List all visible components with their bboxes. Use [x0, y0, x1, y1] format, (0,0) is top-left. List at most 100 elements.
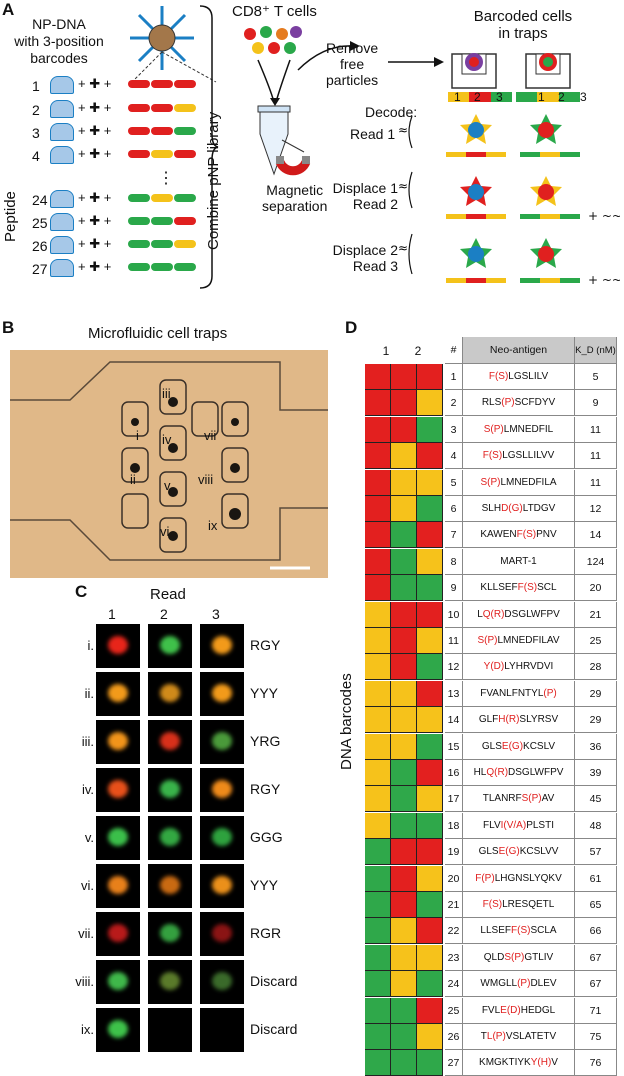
mutation-site: I(V/A)	[500, 819, 527, 831]
barcode-segment	[151, 217, 173, 225]
neoantigen-sequence: FVLE(D)HEDGL	[463, 997, 575, 1024]
mutation-site: Y(D)	[483, 661, 505, 673]
barcode-cell	[417, 733, 443, 760]
kd-value: 57	[575, 839, 617, 866]
barcode-strip	[128, 80, 196, 88]
barcode-cell	[417, 654, 443, 681]
barcode-cell	[417, 364, 443, 390]
kd-value: 48	[575, 812, 617, 839]
kd-value: 67	[575, 944, 617, 971]
np-dna-title: NP-DNA with 3-position barcodes	[14, 16, 104, 67]
barcode-cell	[391, 601, 417, 628]
kd-value: 21	[575, 601, 617, 628]
decode-stars-diagram: ≈≈≈ + ~~ + ~~	[398, 114, 620, 287]
neoantigen-sequence: RLS(P)SCFDYV	[463, 390, 575, 417]
barcode-cell	[391, 812, 417, 839]
trap-pos-1: 1	[454, 90, 461, 104]
sequence-prefix: FLV	[483, 819, 501, 831]
trap-pos-1: 1	[538, 90, 545, 104]
barcode-cell	[417, 443, 443, 470]
trap-label-vii: vii	[204, 428, 217, 443]
sequence-suffix: LMNEDFILA	[500, 476, 557, 488]
fluorescence-image	[148, 768, 192, 812]
displace1-label: Displace 1 Read 2	[330, 180, 398, 212]
barcode-cell	[391, 1024, 417, 1050]
sequence-suffix: SCL	[537, 582, 557, 594]
barcode-strip	[128, 263, 196, 271]
mutation-site: F(S)	[511, 925, 531, 937]
kd-value: 12	[575, 496, 617, 522]
peptide-mhc-icon	[50, 236, 74, 254]
barcode-strip	[128, 150, 196, 158]
barcode-cell	[365, 707, 391, 734]
sequence-suffix: GTLIV	[524, 951, 554, 963]
peptide-row-number: 24	[32, 192, 48, 208]
barcode-cell	[391, 654, 417, 681]
row-number: 15	[445, 733, 463, 760]
barcode-cell	[417, 496, 443, 522]
read-row-label: ii.	[84, 686, 94, 701]
fluorescence-image	[96, 816, 140, 860]
row-number: 8	[445, 548, 463, 575]
mutation-site: Y(H)	[530, 1057, 552, 1069]
row-number: 19	[445, 839, 463, 866]
barcode-cell	[417, 1024, 443, 1050]
neoantigen-sequence: KLLSEFF(S)SCL	[463, 575, 575, 602]
read-row-label: ix.	[81, 1022, 94, 1037]
read-row-label: v.	[84, 830, 94, 845]
cell-signal	[160, 828, 180, 846]
neoantigen-sequence: Y(D)LYHRVDVI	[463, 654, 575, 681]
np-title-line: with 3-position	[14, 33, 104, 49]
row-number: 18	[445, 812, 463, 839]
peptide-mhc-icon	[50, 213, 74, 231]
barcode-cell	[417, 997, 443, 1024]
barcode-strip	[128, 194, 196, 202]
peptide-mhc-icon	[50, 100, 74, 118]
row-number: 22	[445, 918, 463, 945]
neoantigen-sequence: MART-1	[463, 548, 575, 575]
row-number: 17	[445, 786, 463, 813]
combine-bracket-icon	[199, 5, 219, 289]
neoantigen-sequence: F(S)LGSLILV	[463, 364, 575, 390]
kd-value: 14	[575, 522, 617, 549]
mutation-site: E(D)	[500, 1004, 521, 1016]
row-number: 10	[445, 601, 463, 628]
plus-sign: + ✚ +	[78, 236, 112, 251]
barcode-strip	[128, 217, 196, 225]
barcode-segment	[128, 217, 150, 225]
sequence-prefix: MART-1	[500, 555, 537, 567]
barcode-cell	[417, 812, 443, 839]
read1-label: Read 1	[350, 126, 396, 142]
kd-value: 11	[575, 443, 617, 470]
barcode-cell	[417, 390, 443, 417]
sequence-suffix: DLEV	[530, 978, 557, 990]
remove-arrow-icon	[297, 41, 360, 71]
kd-value: 76	[575, 1050, 617, 1076]
row-number: 6	[445, 496, 463, 522]
cell-signal	[108, 828, 128, 846]
remove-line: particles	[326, 72, 379, 88]
barcode-strip	[128, 104, 196, 112]
barcode-segment	[151, 127, 173, 135]
traps-title-line: Barcoded cells	[473, 8, 573, 25]
header-neoantigen: Neo-antigen	[463, 337, 575, 364]
magnetic-separation-label: Magnetic separation	[262, 182, 327, 214]
barcode-segment	[128, 240, 150, 248]
row-number: 12	[445, 654, 463, 681]
cell-signal	[108, 636, 128, 654]
neoantigen-sequence: FVANLFNTYL(P)	[463, 680, 575, 707]
neoantigen-sequence: GLSE(G)KCSLVV	[463, 839, 575, 866]
peptide-axis-label: Peptide	[2, 191, 19, 242]
sequence-prefix: HL	[473, 767, 487, 778]
cell-signal	[108, 732, 128, 750]
fluorescence-image	[96, 768, 140, 812]
sequence-suffix: AV	[541, 793, 555, 805]
microfluidic-micrograph: i ii iii iv v vi vii viii ix	[10, 350, 328, 578]
fluorescence-image	[148, 720, 192, 764]
